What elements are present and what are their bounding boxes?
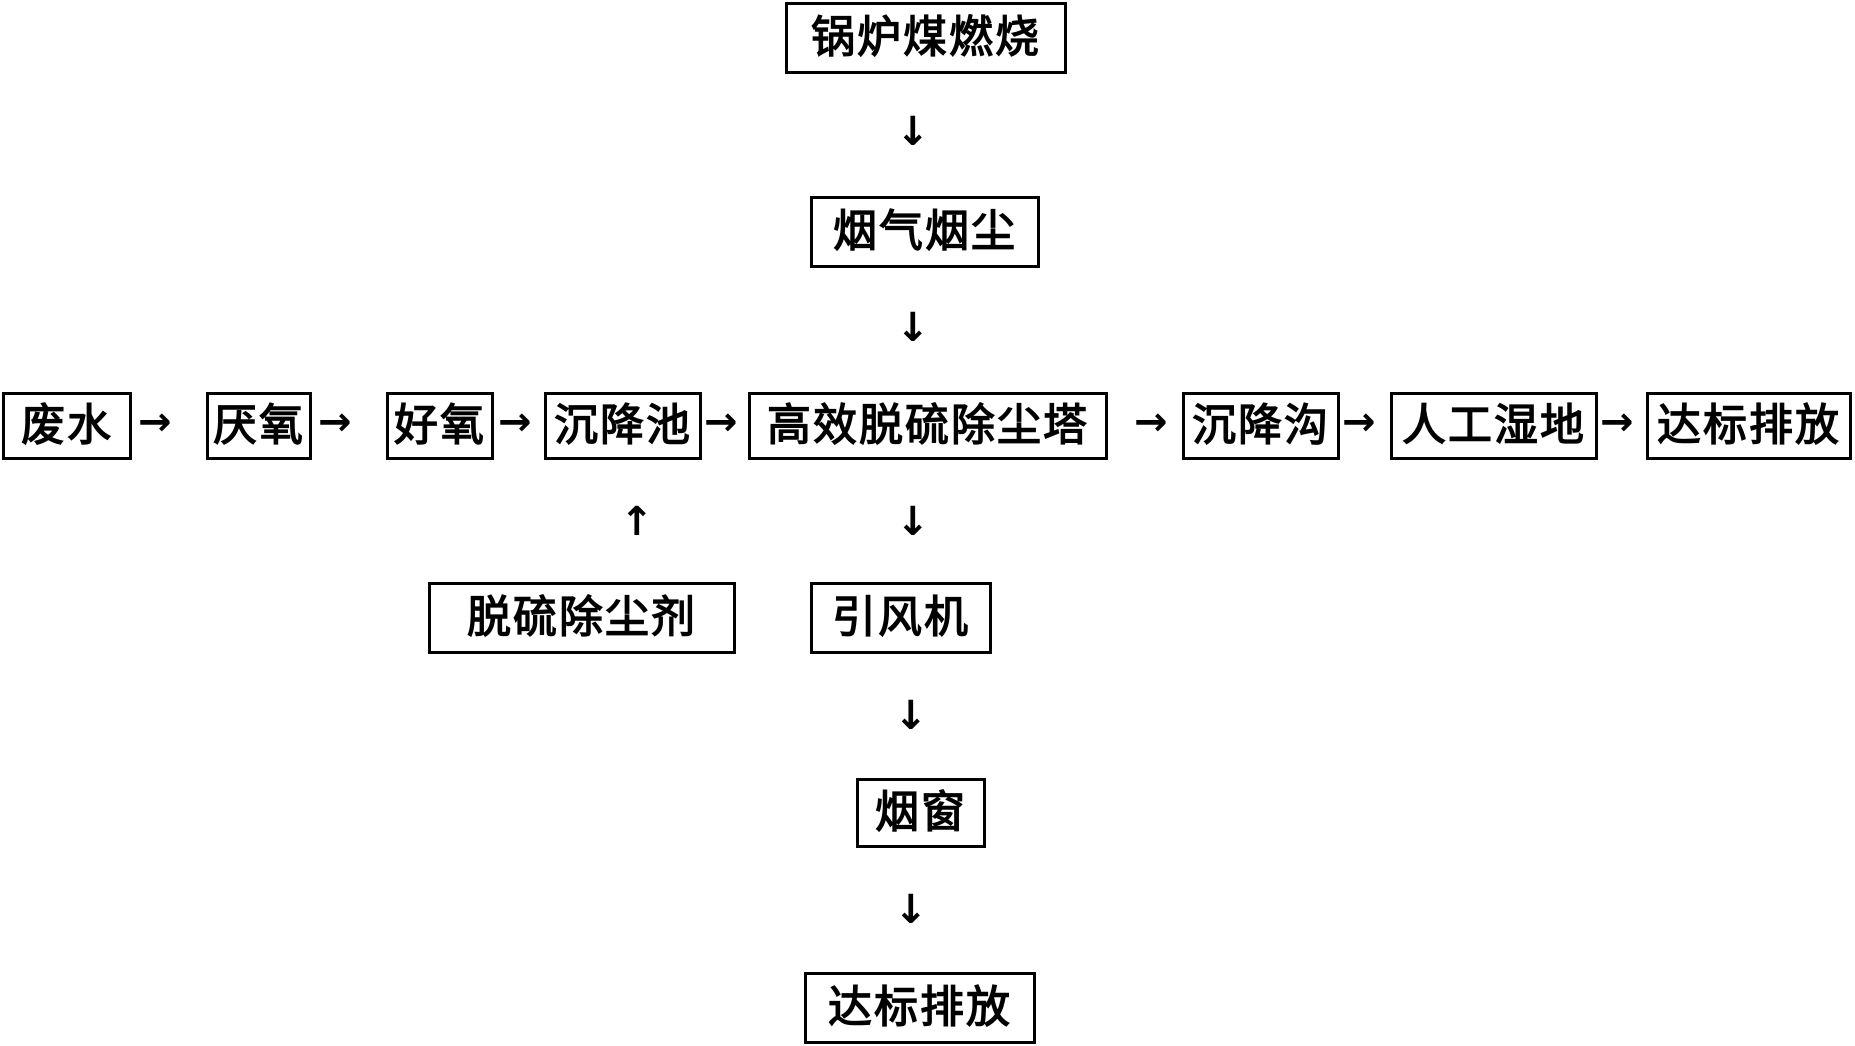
arrow-down-5: ↓ xyxy=(894,887,928,933)
node-label: 烟气烟尘 xyxy=(833,206,1017,257)
node-label: 废水 xyxy=(21,400,113,451)
node-sedimentation-tank: 沉降池 xyxy=(544,392,702,460)
node-constructed-wetland: 人工湿地 xyxy=(1390,392,1598,460)
node-desulfurization-tower: 高效脱硫除尘塔 xyxy=(748,392,1108,460)
node-label: 人工湿地 xyxy=(1402,400,1586,451)
arrow-right-3: → xyxy=(498,399,532,445)
node-label: 烟窗 xyxy=(875,787,967,838)
arrow-down-3: ↓ xyxy=(896,499,930,545)
node-label: 沉降池 xyxy=(554,400,692,451)
node-anaerobic: 厌氧 xyxy=(206,392,312,460)
node-label: 好氧 xyxy=(394,400,486,451)
arrow-right-7: → xyxy=(1600,399,1634,445)
node-aerobic: 好氧 xyxy=(386,392,494,460)
node-wastewater: 废水 xyxy=(2,392,132,460)
node-chimney: 烟窗 xyxy=(856,778,986,848)
node-label: 沉降沟 xyxy=(1192,400,1330,451)
node-label: 锅炉煤燃烧 xyxy=(811,12,1041,63)
node-label: 厌氧 xyxy=(213,400,305,451)
arrow-right-4: → xyxy=(704,399,738,445)
node-induced-draft-fan: 引风机 xyxy=(810,582,992,654)
arrow-down-1: ↓ xyxy=(896,109,930,155)
arrow-down-4: ↓ xyxy=(894,693,928,739)
arrow-right-1: → xyxy=(138,399,172,445)
node-label: 达标排放 xyxy=(1657,400,1841,451)
node-label: 脱硫除尘剂 xyxy=(467,592,697,643)
node-flue-gas-dust: 烟气烟尘 xyxy=(810,196,1040,268)
node-label: 引风机 xyxy=(832,592,970,643)
node-settling-ditch: 沉降沟 xyxy=(1182,392,1340,460)
arrow-up-agent: ↑ xyxy=(620,499,654,545)
arrow-right-6: → xyxy=(1342,399,1376,445)
node-desulfurization-agent: 脱硫除尘剂 xyxy=(428,582,736,654)
node-discharge-right: 达标排放 xyxy=(1646,392,1852,460)
node-label: 高效脱硫除尘塔 xyxy=(767,400,1089,451)
node-boiler-coal-combustion: 锅炉煤燃烧 xyxy=(785,2,1067,74)
arrow-right-2: → xyxy=(318,399,352,445)
arrow-right-5: → xyxy=(1134,399,1168,445)
node-label: 达标排放 xyxy=(828,982,1012,1033)
node-discharge-bottom: 达标排放 xyxy=(804,972,1036,1044)
arrow-down-2: ↓ xyxy=(896,305,930,351)
